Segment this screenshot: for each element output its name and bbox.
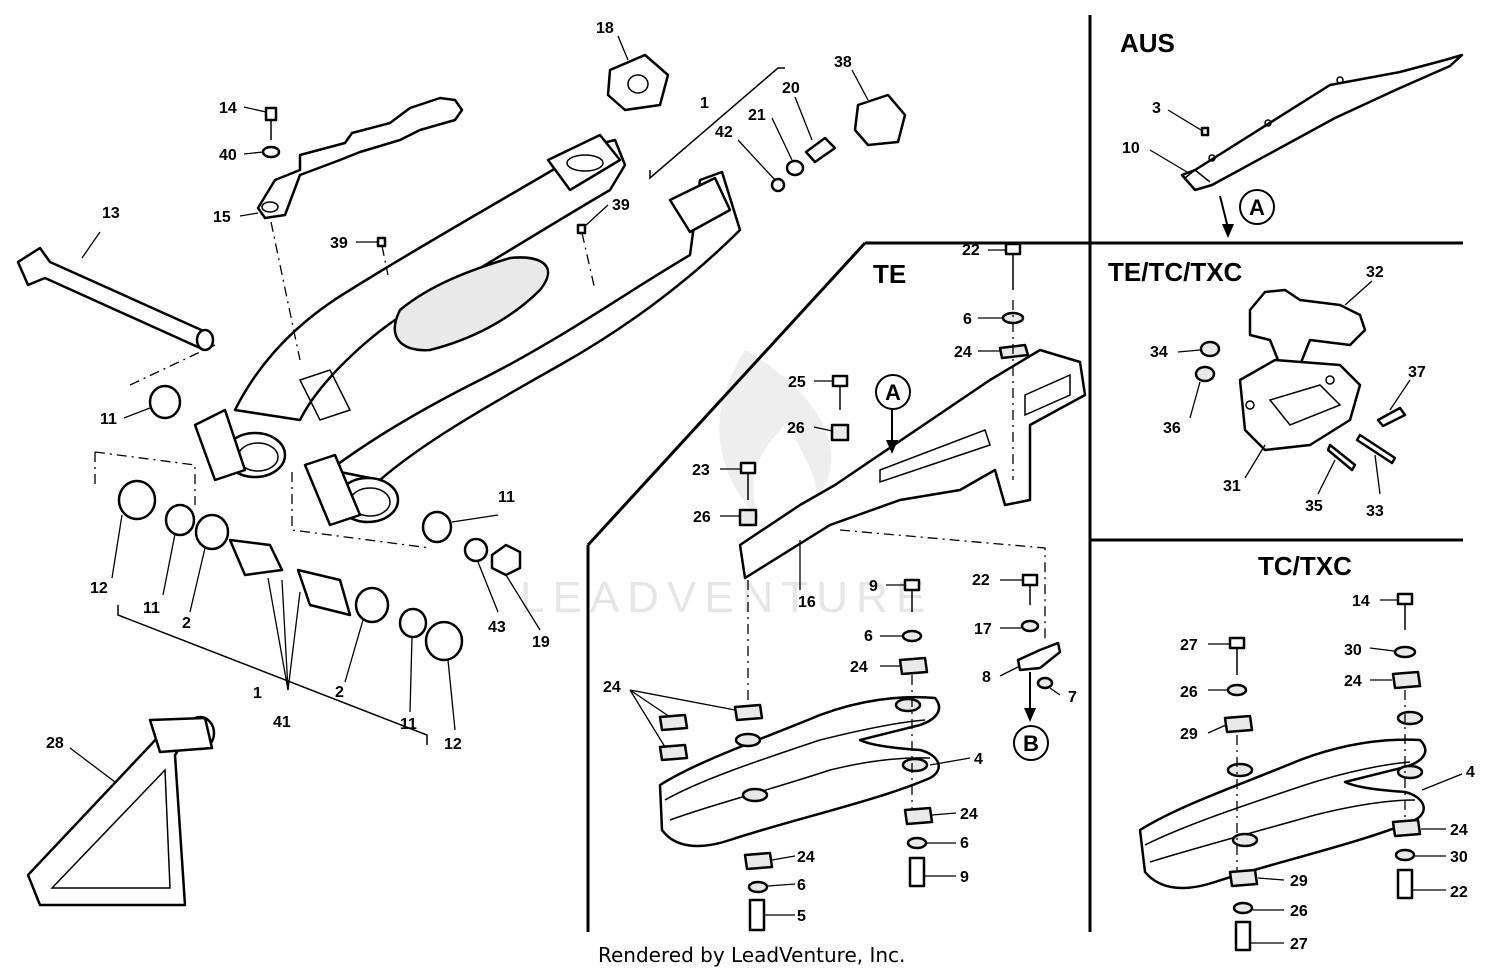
te-chain-guide-drawing	[658, 242, 1087, 932]
section-frames	[586, 15, 1463, 932]
part-label-34: 34	[1150, 344, 1168, 361]
chain-guide-block-leaders	[1177, 280, 1411, 495]
part-label-39-left: 39	[330, 235, 348, 252]
part-label-te-9-a: 9	[869, 578, 878, 595]
part-label-te-24-d: 24	[960, 806, 978, 823]
part-label-39-right: 39	[612, 197, 630, 214]
te-labels: 22 6 24 25 26 23 26 16 9 6 24 22 17 8 7 …	[603, 242, 1077, 925]
swingarm-labels: 18 38 14 40 15 1 20 21 42 39 39 13 11 12…	[46, 20, 852, 753]
part-label-te-6-d: 6	[797, 877, 806, 894]
part-label-tc-22: 22	[1450, 884, 1468, 901]
part-label-te-6-b: 6	[864, 628, 873, 645]
part-label-te-16: 16	[798, 594, 816, 611]
section-title-te-tc-txc: TE/TC/TXC	[1108, 257, 1243, 287]
swingarm-drawing	[16, 53, 907, 907]
part-label-tc-26-a: 26	[1180, 684, 1198, 701]
part-label-tc-27-b: 27	[1290, 936, 1308, 953]
callout-a-te-text: A	[885, 380, 901, 405]
part-label-11-b: 11	[143, 600, 160, 617]
part-label-tc-29-a: 29	[1180, 726, 1198, 743]
part-label-te-23: 23	[692, 462, 710, 479]
callout-a-te: A	[875, 374, 911, 410]
part-label-te-17: 17	[974, 621, 992, 638]
part-label-12-b: 12	[444, 736, 462, 753]
part-label-18: 18	[596, 20, 614, 37]
part-label-te-8: 8	[982, 669, 991, 686]
part-label-te-24-a: 24	[954, 344, 972, 361]
part-label-41: 41	[273, 714, 291, 731]
part-label-tc-30-b: 30	[1450, 849, 1468, 866]
callout-b-te: B	[1013, 725, 1049, 761]
tc-txc-leaders	[1207, 599, 1463, 944]
footer-credit: Rendered by LeadVenture, Inc.	[598, 943, 905, 967]
callout-a-aus: A	[1239, 189, 1275, 225]
part-label-19: 19	[532, 634, 550, 651]
part-label-20: 20	[782, 80, 800, 97]
part-label-tc-24-b: 24	[1450, 822, 1468, 839]
part-label-1-bottom: 1	[253, 685, 262, 702]
part-label-2-b: 2	[335, 684, 344, 701]
callout-a-aus-text: A	[1249, 195, 1265, 220]
part-label-12-a: 12	[90, 580, 108, 597]
part-label-21: 21	[748, 107, 766, 124]
part-label-te-24-c: 24	[603, 679, 621, 696]
part-label-tc-26-b: 26	[1290, 903, 1308, 920]
part-label-te-5: 5	[797, 908, 806, 925]
chain-guide-block-labels: 32 34 37 36 31 35 33	[1150, 264, 1426, 520]
section-title-aus: AUS	[1120, 28, 1175, 58]
swingarm-axle	[16, 246, 215, 352]
chain-guide-block-drawing	[1194, 288, 1407, 472]
part-label-1-top: 1	[700, 95, 709, 112]
part-label-te-7: 7	[1068, 689, 1077, 706]
part-label-28: 28	[46, 735, 64, 752]
part-label-32: 32	[1366, 264, 1384, 281]
aus-chain-guide-drawing	[1149, 53, 1464, 238]
part-label-tc-30-a: 30	[1344, 642, 1362, 659]
tc-txc-chain-guide-drawing	[1138, 592, 1427, 952]
part-label-42: 42	[715, 124, 733, 141]
part-label-11-c: 11	[498, 489, 515, 506]
part-label-37: 37	[1408, 364, 1426, 381]
part-label-te-4: 4	[974, 751, 983, 768]
callout-b-te-text: B	[1023, 731, 1039, 756]
part-label-te-26-b: 26	[693, 509, 711, 526]
part-label-33: 33	[1366, 503, 1384, 520]
part-label-te-6-c: 6	[960, 835, 969, 852]
part-label-36: 36	[1163, 420, 1181, 437]
te-leaders	[629, 249, 1061, 916]
part-label-11-a: 11	[100, 411, 117, 428]
part-label-te-24-e: 24	[797, 849, 815, 866]
part-label-te-22-a: 22	[962, 242, 980, 259]
part-label-31: 31	[1223, 478, 1241, 495]
part-label-tc-24-a: 24	[1344, 673, 1362, 690]
part-label-te-26-a: 26	[787, 420, 805, 437]
part-label-15: 15	[213, 209, 231, 226]
part-label-aus-3: 3	[1152, 100, 1161, 117]
part-label-43: 43	[488, 619, 506, 636]
tc-txc-labels: 14 27 30 26 24 29 4 24 30 29 22 26 27	[1180, 593, 1475, 953]
swingarm-leaders	[69, 35, 869, 783]
part-label-te-24-b: 24	[850, 659, 868, 676]
part-label-38: 38	[834, 54, 852, 71]
part-label-11-d: 11	[400, 716, 417, 733]
paddock-stand	[26, 715, 216, 907]
part-label-te-6-a: 6	[963, 311, 972, 328]
part-label-tc-4: 4	[1466, 764, 1475, 781]
part-label-14: 14	[219, 100, 237, 117]
part-label-13: 13	[102, 205, 120, 222]
part-label-40: 40	[219, 147, 237, 164]
part-label-tc-29-b: 29	[1290, 873, 1308, 890]
part-label-te-25: 25	[788, 374, 806, 391]
part-label-tc-14: 14	[1352, 593, 1370, 610]
part-label-aus-10: 10	[1122, 140, 1140, 157]
section-title-tc-txc: TC/TXC	[1258, 551, 1352, 581]
part-label-35: 35	[1305, 498, 1323, 515]
part-label-te-9-b: 9	[960, 869, 969, 886]
part-label-2-a: 2	[182, 615, 191, 632]
part-label-te-22-b: 22	[972, 572, 990, 589]
part-label-tc-27-a: 27	[1180, 637, 1198, 654]
section-title-te: TE	[873, 259, 906, 289]
